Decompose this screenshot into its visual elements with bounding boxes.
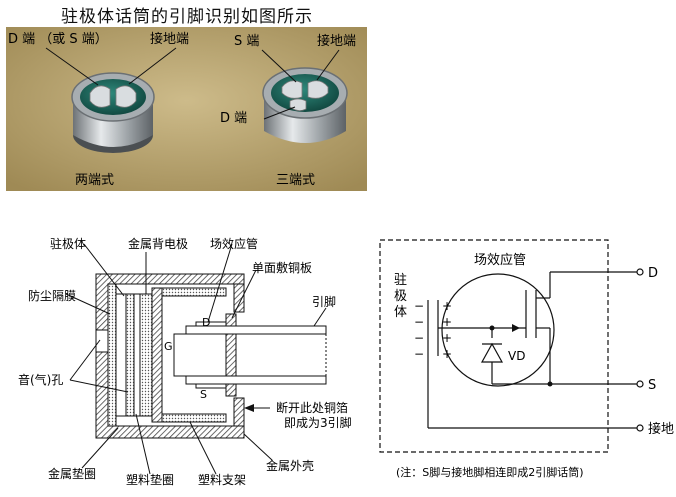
circuit-note: (注：S脚与接地脚相连即成2引脚话筒) bbox=[396, 465, 584, 479]
pin-d-label: D bbox=[202, 316, 210, 329]
metal-gasket-label: 金属垫圈 bbox=[48, 466, 96, 481]
pcb-label: 单面敷铜板 bbox=[252, 260, 312, 275]
svg-text:+: + bbox=[442, 347, 452, 361]
metal-gasket-layer bbox=[115, 293, 127, 417]
metal-shell-label: 金属外壳 bbox=[266, 458, 314, 473]
two-terminal-caption: 两端式 bbox=[75, 173, 114, 188]
terminal-s-label: S bbox=[648, 378, 656, 393]
three-terminal-caption: 三端式 bbox=[276, 173, 315, 188]
terminal-ground-label: 接地 bbox=[648, 421, 674, 437]
terminal-d-node bbox=[636, 268, 644, 276]
pointer-lines bbox=[45, 47, 340, 120]
fet-circle bbox=[441, 273, 555, 387]
svg-text:+: + bbox=[442, 331, 452, 345]
plastic-gasket-layer bbox=[133, 293, 141, 417]
left-ground-label: 接地端 bbox=[150, 31, 189, 47]
svg-text:−: − bbox=[414, 315, 424, 329]
svg-text:−: − bbox=[414, 347, 424, 361]
metal-back-electrode-label: 金属背电极 bbox=[128, 236, 188, 251]
dashed-boundary bbox=[379, 239, 609, 453]
right-s-terminal-label: S 端 bbox=[234, 34, 259, 49]
right-ground-label: 接地端 bbox=[317, 33, 356, 49]
vd-label: VD bbox=[508, 349, 525, 363]
pin-label: 引脚 bbox=[312, 294, 336, 309]
terminal-d-label: D bbox=[648, 266, 658, 281]
pin-s-label: S bbox=[200, 388, 207, 401]
two-terminal-capsule bbox=[71, 72, 155, 153]
sound-hole-label: 音(气)孔 bbox=[18, 372, 63, 387]
electret-label: 驻极体 bbox=[50, 236, 86, 251]
sound-hole-gap bbox=[95, 329, 109, 353]
cut-note-line-2: 即成为3引脚 bbox=[284, 415, 352, 430]
left-d-terminal-label: D 端 （或 S 端） bbox=[8, 32, 108, 47]
svg-text:+: + bbox=[442, 299, 452, 313]
diode-symbol bbox=[480, 342, 504, 363]
plastic-bracket-left bbox=[151, 287, 163, 423]
plastic-gasket-label: 塑料垫圈 bbox=[126, 472, 174, 487]
circuit-electret-label-3: 体 bbox=[394, 305, 407, 320]
svg-text:−: − bbox=[414, 331, 424, 345]
equivalent-circuit-diagram: − − − − + + + + 场效应管 驻 极 体 VD D S 接地 (注：S脚与接地脚… bbox=[379, 239, 674, 479]
plastic-bracket-label: 塑料支架 bbox=[198, 472, 246, 487]
dust-film-layer bbox=[107, 283, 117, 427]
page-title: 驻极体话筒的引脚识别如图所示 bbox=[61, 7, 313, 27]
circuit-wires bbox=[427, 271, 638, 429]
pin-s bbox=[185, 375, 327, 385]
electret-layer bbox=[125, 293, 135, 417]
circuit-electret-label-1: 驻 bbox=[394, 273, 407, 288]
fet-label: 场效应管 bbox=[210, 236, 258, 251]
svg-text:−: − bbox=[414, 299, 424, 313]
terminal-s-node bbox=[636, 380, 644, 388]
metal-back-electrode-layer bbox=[139, 293, 153, 417]
right-d-terminal-label: D 端 bbox=[220, 111, 247, 126]
circuit-electret-label-2: 极 bbox=[394, 289, 407, 304]
plastic-bracket-top bbox=[161, 287, 227, 297]
svg-text:+: + bbox=[442, 315, 452, 329]
circuit-fet-label: 场效应管 bbox=[474, 252, 526, 268]
microphone-photo: D 端 （或 S 端） 接地端 S 端 接地端 D 端 两端式 三端式 bbox=[6, 27, 367, 191]
three-terminal-capsule bbox=[262, 67, 348, 143]
pin-g-label: G bbox=[164, 340, 173, 353]
dust-film-label: 防尘隔膜 bbox=[28, 288, 76, 303]
terminal-ground-node bbox=[636, 424, 644, 432]
cut-note-line-1: 断开此处铜箔 bbox=[276, 400, 348, 415]
plastic-bracket-bottom bbox=[161, 413, 227, 423]
cross-section-diagram: 驻极体 金属背电极 场效应管 单面敷铜板 引脚 防尘隔膜 音(气)孔 断开此处铜… bbox=[18, 236, 352, 487]
